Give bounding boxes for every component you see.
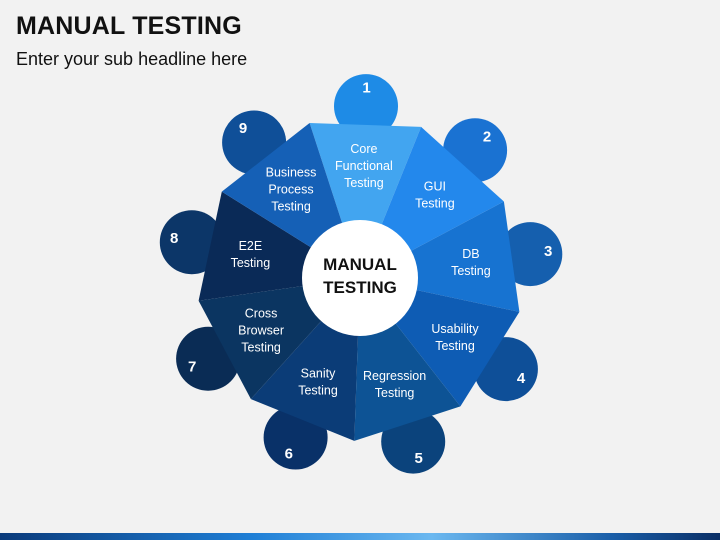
segment-number-1: 1	[362, 80, 370, 97]
segment-number-6: 6	[285, 446, 293, 463]
bottom-accent-bar	[0, 533, 720, 540]
segment-number-3: 3	[544, 243, 552, 260]
number-tab-1	[334, 74, 398, 139]
segment-number-2: 2	[483, 128, 491, 145]
page-title: MANUAL TESTING	[16, 12, 242, 40]
center-circle	[302, 220, 418, 336]
segment-number-9: 9	[239, 120, 247, 137]
segment-number-7: 7	[188, 359, 196, 376]
segment-1	[309, 123, 422, 278]
number-tab-3	[498, 222, 563, 287]
segment-number-4: 4	[517, 370, 526, 387]
page-subtitle: Enter your sub headline here	[16, 49, 248, 69]
segment-number-5: 5	[415, 450, 423, 467]
segment-number-8: 8	[170, 230, 178, 247]
